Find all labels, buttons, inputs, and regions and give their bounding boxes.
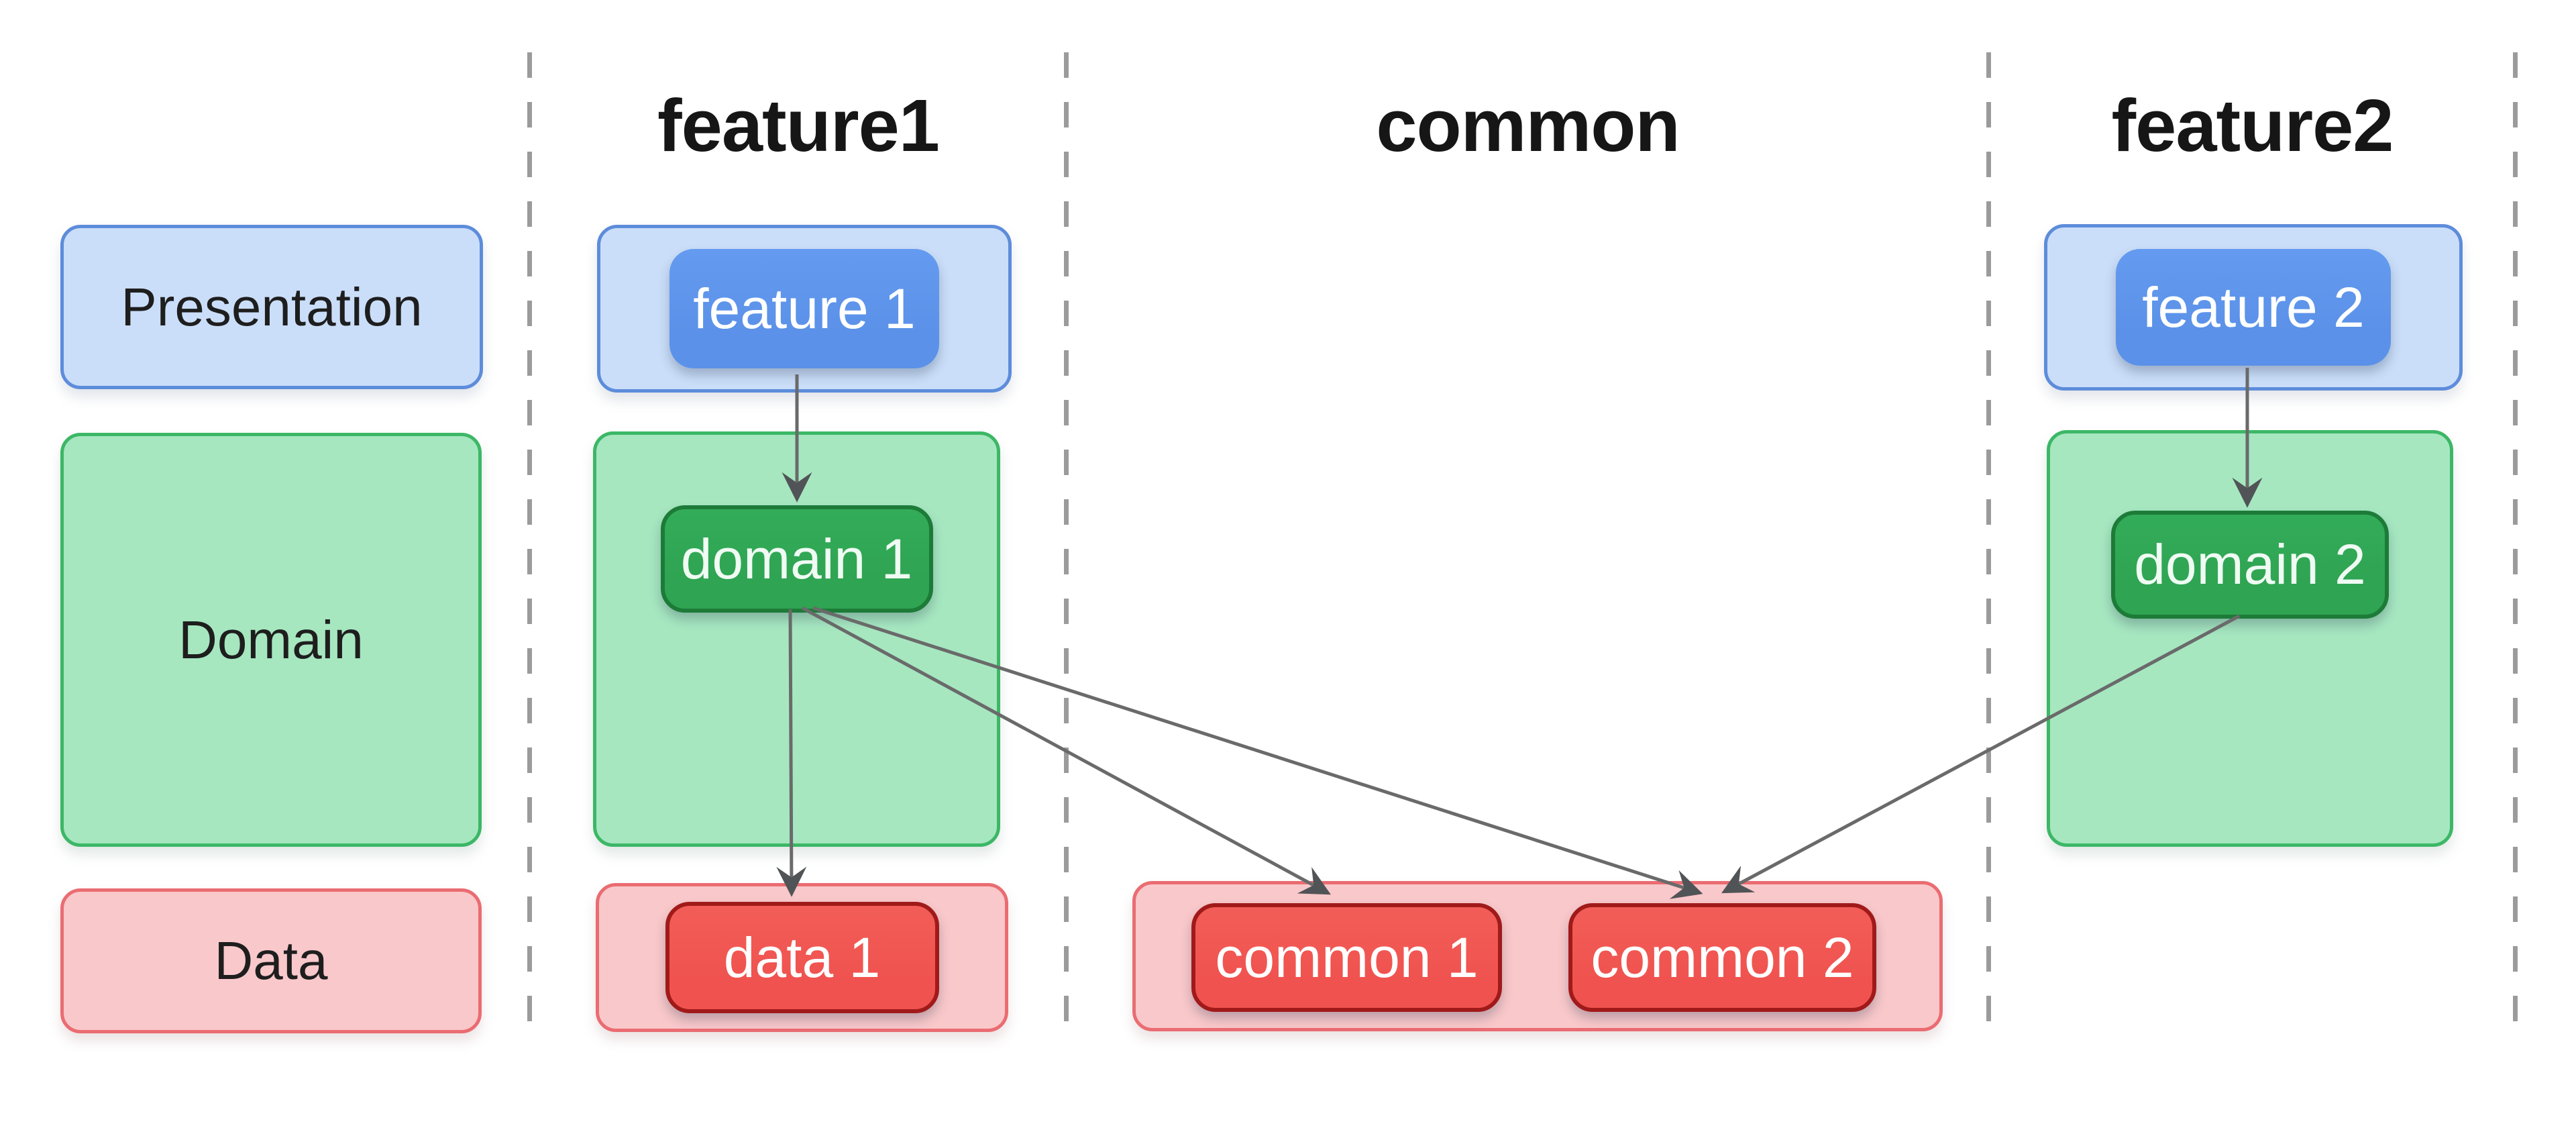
layer-label-data: Data xyxy=(60,888,482,1033)
layer-label-domain-text: Domain xyxy=(178,609,364,670)
column-separator-1 xyxy=(527,52,532,1037)
feature1-data-layer: data 1 xyxy=(596,883,1008,1032)
node-domain1: domain 1 xyxy=(660,505,933,613)
feature1-presentation-layer: feature 1 xyxy=(597,225,1012,393)
layer-label-presentation-text: Presentation xyxy=(121,276,423,337)
node-common2-label: common 2 xyxy=(1591,925,1854,989)
column-separator-4 xyxy=(2513,52,2518,1037)
node-domain1-label: domain 1 xyxy=(680,527,913,590)
node-domain2-label: domain 2 xyxy=(2134,533,2366,596)
column-separator-2 xyxy=(1064,52,1069,1037)
node-feature1-label: feature 1 xyxy=(693,276,916,340)
layer-label-presentation: Presentation xyxy=(60,225,483,389)
column-header-feature2: feature2 xyxy=(2111,85,2394,167)
layer-label-data-text: Data xyxy=(214,931,328,990)
node-common1: common 1 xyxy=(1191,903,1502,1012)
node-feature2: feature 2 xyxy=(2116,249,2391,366)
column-header-feature1: feature1 xyxy=(657,85,940,167)
feature2-domain-layer: domain 2 xyxy=(2047,430,2453,847)
column-separator-3 xyxy=(1986,52,1991,1037)
common-data-layer: common 1 common 2 xyxy=(1132,881,1943,1031)
node-data1-label: data 1 xyxy=(723,925,881,989)
node-domain2: domain 2 xyxy=(2111,511,2389,619)
node-common2: common 2 xyxy=(1568,903,1876,1012)
layer-label-domain: Domain xyxy=(60,433,482,847)
node-feature1: feature 1 xyxy=(669,249,939,368)
node-data1: data 1 xyxy=(665,902,939,1013)
feature1-domain-layer: domain 1 xyxy=(593,431,1000,847)
node-feature2-label: feature 2 xyxy=(2142,275,2365,339)
column-header-common: common xyxy=(1376,85,1680,167)
feature2-presentation-layer: feature 2 xyxy=(2044,224,2463,391)
node-common1-label: common 1 xyxy=(1215,925,1479,989)
